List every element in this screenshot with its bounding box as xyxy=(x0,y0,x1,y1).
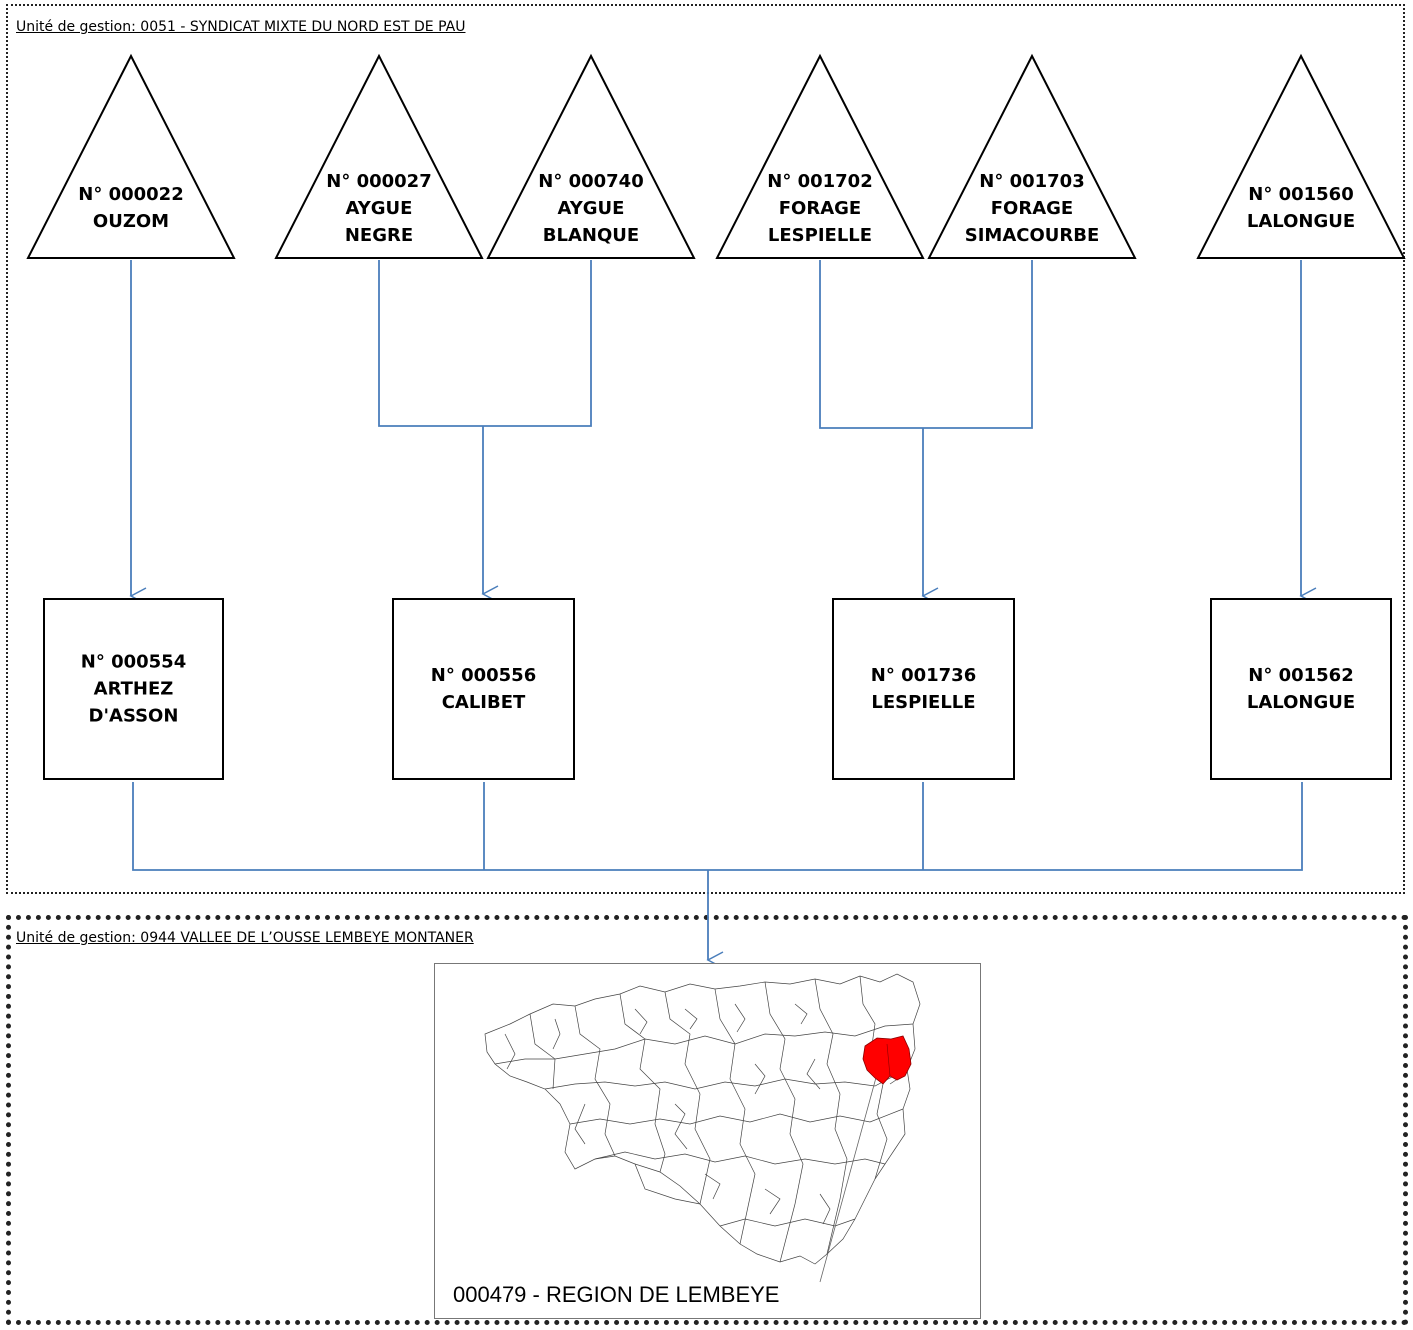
connector-forage-merge xyxy=(819,260,1033,429)
highlight-region-lembeye xyxy=(862,1035,912,1085)
source-triangle-aygue-negre xyxy=(274,53,484,259)
source-triangle-forage-simacourbe xyxy=(927,53,1137,259)
department-map xyxy=(484,973,921,1283)
department-outline xyxy=(484,973,921,1265)
management-unit-frame-0051 xyxy=(6,4,1405,894)
management-unit-label-bottom: Unité de gestion: 0944 VALLEE DE L’OUSSE… xyxy=(16,930,474,946)
connector-aygue-merge xyxy=(378,260,592,427)
source-triangle-ouzom xyxy=(26,53,236,259)
destination-label: 000479 - REGION DE LEMBEYE xyxy=(453,1282,780,1307)
source-triangle-forage-lespielle xyxy=(715,53,925,259)
connector-stations-merge xyxy=(132,782,1303,871)
destination-map-box: 000479 - REGION DE LEMBEYE xyxy=(434,963,981,1319)
management-unit-frame-0944 xyxy=(6,915,1408,1325)
source-triangle-lalongue xyxy=(1196,53,1406,259)
management-unit-label-top: Unité de gestion: 0051 - SYNDICAT MIXTE … xyxy=(16,19,466,35)
source-triangle-aygue-blanque xyxy=(486,53,696,259)
